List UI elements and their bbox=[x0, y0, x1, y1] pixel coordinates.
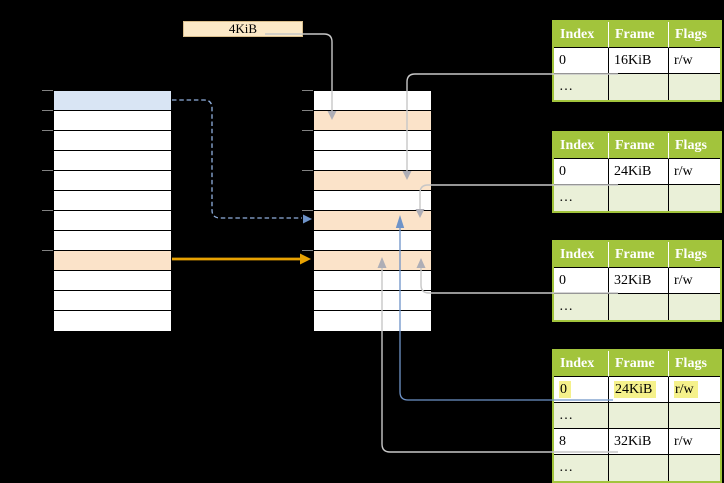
memory-row bbox=[54, 251, 171, 271]
column-header: Flags bbox=[669, 133, 720, 159]
address-tick bbox=[42, 130, 53, 131]
column-header: Frame bbox=[609, 133, 669, 159]
memory-row bbox=[314, 91, 431, 111]
table-cell: 8 bbox=[554, 429, 609, 455]
memory-row bbox=[54, 171, 171, 191]
table-cell: 0 bbox=[554, 48, 609, 74]
address-tick bbox=[302, 130, 313, 131]
highlighted-value: 0 bbox=[559, 381, 571, 398]
table-cell: 0 bbox=[554, 268, 609, 294]
memory-row bbox=[54, 271, 171, 291]
memory-row bbox=[54, 311, 171, 331]
table-cell bbox=[609, 74, 669, 100]
memory-row bbox=[54, 151, 171, 171]
table-cell: 32KiB bbox=[609, 429, 669, 455]
middle-memory-column bbox=[313, 90, 432, 332]
memory-row bbox=[54, 291, 171, 311]
column-header: Index bbox=[554, 133, 609, 159]
memory-row bbox=[54, 111, 171, 131]
table-cell bbox=[669, 294, 720, 320]
column-header: Index bbox=[554, 242, 609, 268]
table-cell: r/w bbox=[669, 268, 720, 294]
memory-row bbox=[54, 91, 171, 111]
address-tick bbox=[302, 250, 313, 251]
table-cell bbox=[609, 403, 669, 429]
table-cell: 16KiB bbox=[609, 48, 669, 74]
memory-row bbox=[314, 271, 431, 291]
address-tick bbox=[302, 90, 313, 91]
table-cell: 32KiB bbox=[609, 268, 669, 294]
memory-row bbox=[54, 211, 171, 231]
memory-row bbox=[54, 231, 171, 251]
memory-row bbox=[314, 111, 431, 131]
table-cell: 0 bbox=[554, 377, 609, 403]
memory-row bbox=[314, 171, 431, 191]
table-cell bbox=[669, 185, 720, 211]
memory-row bbox=[314, 231, 431, 251]
table-cell: r/w bbox=[669, 429, 720, 455]
memory-row bbox=[314, 291, 431, 311]
table-cell: … bbox=[554, 403, 609, 429]
table-cell: r/w bbox=[669, 159, 720, 185]
table-cell bbox=[609, 455, 669, 481]
table-cell: … bbox=[554, 74, 609, 100]
column-header: Index bbox=[554, 22, 609, 48]
page-size-label: 4KiB bbox=[183, 21, 303, 37]
table-cell: r/w bbox=[669, 48, 720, 74]
address-tick bbox=[42, 250, 53, 251]
address-tick bbox=[302, 170, 313, 171]
column-header: Flags bbox=[669, 22, 720, 48]
column-header: Frame bbox=[609, 351, 669, 377]
table-cell bbox=[669, 455, 720, 481]
arrowhead-right-icon bbox=[303, 214, 312, 224]
address-tick bbox=[42, 210, 53, 211]
memory-row bbox=[54, 191, 171, 211]
table-cell bbox=[669, 403, 720, 429]
address-tick bbox=[302, 110, 313, 111]
table-cell: 24KiB bbox=[609, 377, 669, 403]
column-header: Flags bbox=[669, 351, 720, 377]
table-cell: 24KiB bbox=[609, 159, 669, 185]
connector-left-row8-to-middle bbox=[172, 253, 311, 265]
address-tick bbox=[42, 170, 53, 171]
address-tick bbox=[42, 90, 53, 91]
address-tick bbox=[302, 210, 313, 211]
connector-left-row0-to-middle bbox=[172, 99, 312, 224]
table-cell: … bbox=[554, 294, 609, 320]
table-cell: r/w bbox=[669, 377, 720, 403]
memory-row bbox=[314, 131, 431, 151]
memory-row bbox=[314, 151, 431, 171]
memory-row bbox=[314, 211, 431, 231]
column-header: Index bbox=[554, 351, 609, 377]
table-cell: … bbox=[554, 185, 609, 211]
column-header: Frame bbox=[609, 242, 669, 268]
memory-row bbox=[54, 131, 171, 151]
memory-row bbox=[314, 191, 431, 211]
column-header: Flags bbox=[669, 242, 720, 268]
left-memory-column bbox=[53, 90, 172, 332]
highlighted-value: r/w bbox=[674, 381, 698, 398]
table-cell bbox=[609, 185, 669, 211]
table-cell: 0 bbox=[554, 159, 609, 185]
table-cell bbox=[669, 74, 720, 100]
table-cell: … bbox=[554, 455, 609, 481]
arrowhead-right-icon bbox=[300, 253, 311, 265]
memory-row bbox=[314, 311, 431, 331]
table-cell bbox=[609, 294, 669, 320]
memory-row bbox=[314, 251, 431, 271]
highlighted-value: 24KiB bbox=[614, 381, 657, 398]
column-header: Frame bbox=[609, 22, 669, 48]
address-tick bbox=[42, 110, 53, 111]
